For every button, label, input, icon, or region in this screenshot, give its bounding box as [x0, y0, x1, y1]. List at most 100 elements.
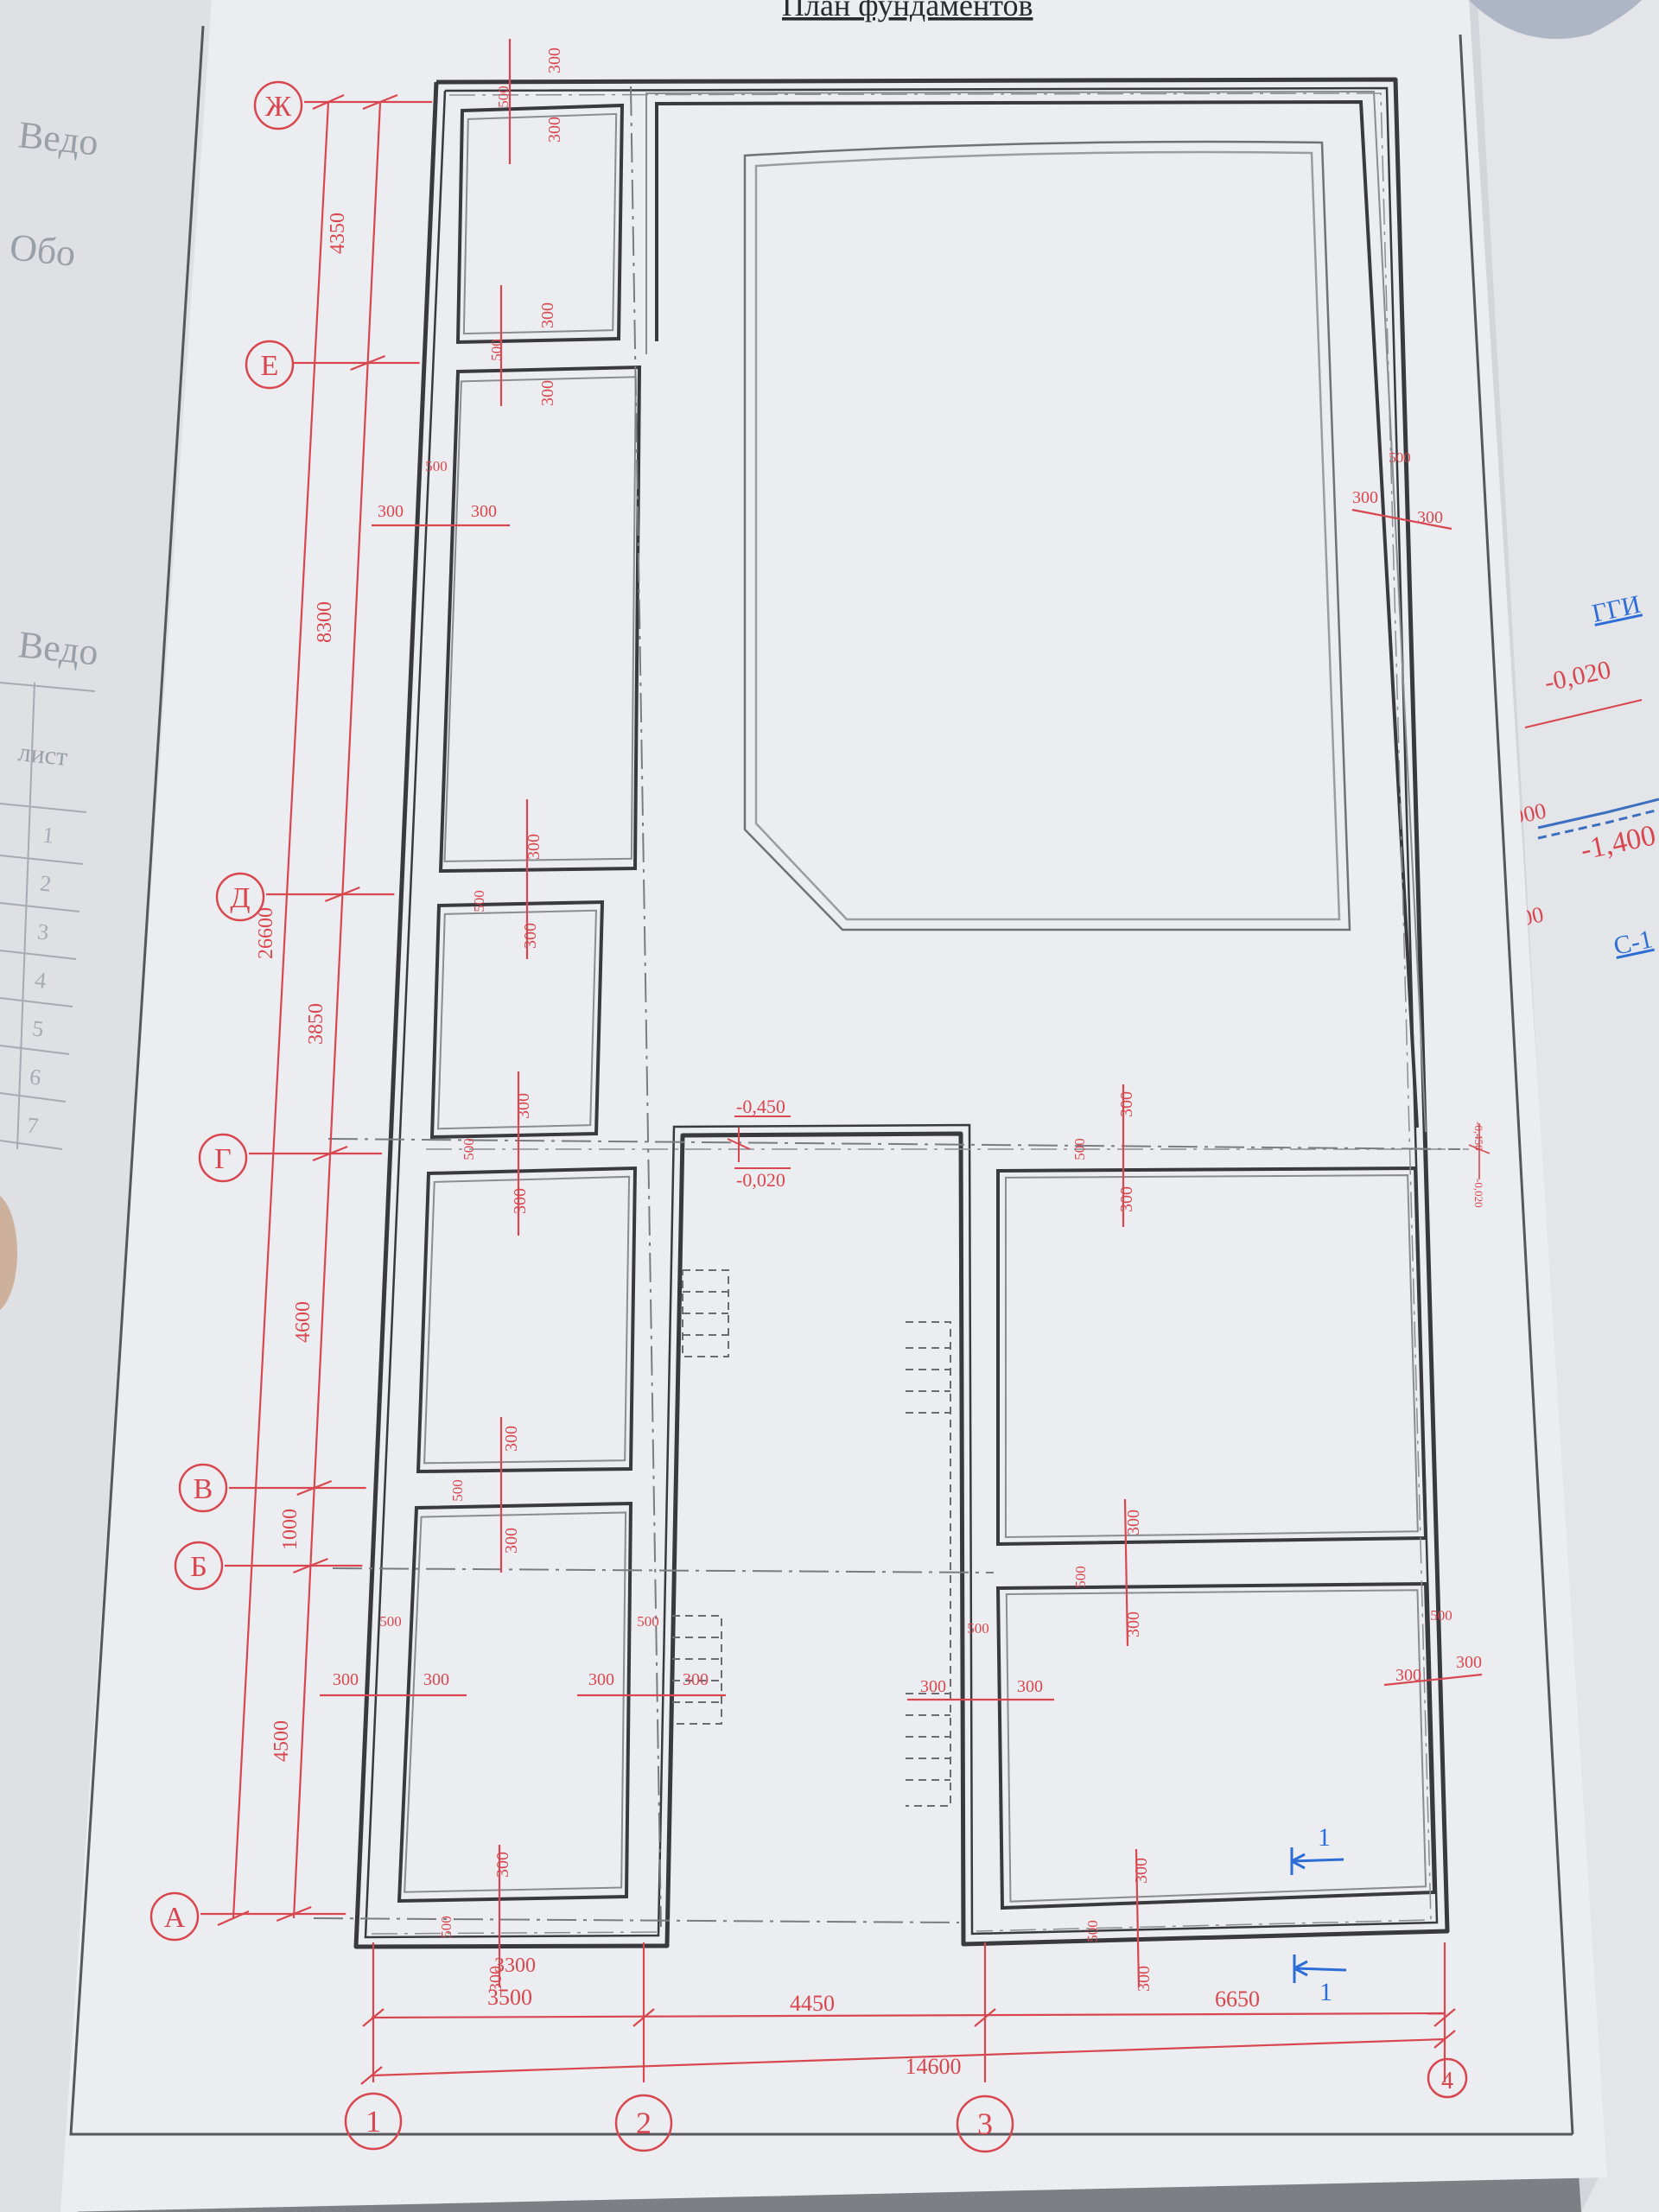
- axis-bubble-col: [344, 2092, 403, 2151]
- col-dim-chain-line: [371, 2012, 1446, 2019]
- axis-label-row-7: А: [164, 1902, 186, 1934]
- row-dim-chain-line: [292, 101, 382, 1919]
- wall-dim-500-7: 500: [637, 1613, 659, 1630]
- foundation-walls: [353, 77, 1469, 1949]
- axis-label-col-4: 4: [1441, 2068, 1453, 2094]
- wall-dim-300-19: 300: [486, 1966, 505, 1992]
- row-dim-label-3: 4600: [292, 1301, 315, 1343]
- dimension-lines: [200, 39, 1483, 2085]
- axis-label-row-2: Е: [261, 350, 279, 382]
- wall-dim-300-20: 300: [1117, 1091, 1136, 1117]
- drawing-title: План фундаментов: [782, 0, 1033, 22]
- wall-dim-line-10: [1123, 1498, 1129, 1647]
- wall-dim-500-3: 500: [471, 890, 487, 912]
- wall-dim-300-17: 300: [1017, 1677, 1043, 1696]
- wall-dim-500-1: 500: [488, 339, 505, 361]
- thumb-shadow: [0, 1196, 17, 1310]
- wall-dim-300-26: 300: [1395, 1666, 1421, 1685]
- wall-dim-300-0: 300: [545, 48, 564, 73]
- wall-dim-300-11: 300: [502, 1528, 521, 1554]
- wall-dim-300-23: 300: [1124, 1611, 1143, 1637]
- axis-bubble-row: [245, 340, 295, 390]
- wall-dim-500-10: 500: [1072, 1566, 1089, 1588]
- room-d-g-inner-line: [437, 909, 598, 1130]
- wall-dim-300-29: 300: [1417, 508, 1443, 527]
- wall-dim-300-28: 300: [1352, 488, 1378, 507]
- row-overall-tick: [312, 93, 345, 111]
- row-dim-label-1: 8300: [314, 601, 336, 643]
- room-g-v-outline: [416, 1166, 638, 1474]
- axis-label-row-5: В: [194, 1473, 213, 1505]
- wall-dim-line-12: [1383, 1673, 1483, 1687]
- wall-dim-300-22: 300: [1124, 1510, 1143, 1535]
- left-sheet-number-6: 6: [29, 1064, 42, 1090]
- wall-dim-line-13: [1351, 508, 1452, 531]
- axis-bubble-row: [178, 1463, 228, 1513]
- wall-dim-300-7: 300: [521, 923, 540, 949]
- wall-dim-500-0: 500: [495, 86, 512, 108]
- col-dim-overall-line: [371, 2037, 1446, 2077]
- room-g-v-inner-line: [423, 1175, 631, 1465]
- axis-bubble-row: [198, 1133, 248, 1183]
- left-sheet-text-2: Обо: [8, 226, 78, 275]
- wall-outer-outline: [353, 77, 1450, 1949]
- left-sheet-number-2: 2: [39, 870, 53, 896]
- axis-bubble-row: [174, 1541, 224, 1591]
- room-right-bottom-outline: [995, 1581, 1437, 1910]
- wall-dim-300-24: 300: [1132, 1858, 1151, 1884]
- left-sheet-number-5: 5: [31, 1015, 45, 1041]
- level-mark-main: -0,450 -0,020: [727, 1096, 791, 1191]
- row-dim-label-0: 4350: [327, 213, 349, 254]
- room-big-inner-line: [645, 90, 1427, 1133]
- col-overall-tick: [360, 2066, 383, 2085]
- wall-dim-300-16: 300: [920, 1677, 946, 1696]
- room-right-top-outline: [996, 1166, 1428, 1547]
- axis-label-col-2: 2: [636, 2106, 652, 2140]
- wall-dim-300-12: 300: [333, 1670, 359, 1689]
- wall-dim-500-5: 500: [449, 1479, 466, 1502]
- axis-label-row-4: Г: [214, 1143, 232, 1175]
- wall-dim-500-6: 500: [379, 1613, 402, 1630]
- wall-centerline-0: [448, 92, 1432, 1932]
- row-dim-label-4: 1000: [279, 1509, 302, 1550]
- level-label-bottom: -0,020: [736, 1169, 785, 1191]
- section-label-top: 1: [1318, 1823, 1331, 1852]
- room-right-bottom-inner-line: [1005, 1589, 1427, 1903]
- wall-dim-300-10: 300: [502, 1426, 521, 1452]
- room-b-a-outline: [397, 1501, 633, 1904]
- row-dim-label-2: 3850: [305, 1003, 327, 1045]
- dashed-steps: [672, 1269, 951, 1807]
- wall-dim-500-11: 500: [967, 1620, 989, 1637]
- room-zh-e-outline: [455, 103, 625, 345]
- wall-dim-300-4: 300: [378, 502, 404, 521]
- wall-dim-500-14: 500: [1389, 449, 1411, 466]
- section-mark-bottom: [1293, 1955, 1347, 1983]
- wall-dim-300-27: 300: [1456, 1653, 1482, 1672]
- wall-dim-300-14: 300: [588, 1670, 614, 1689]
- level-right-top: -0,450: [1472, 1122, 1485, 1151]
- col-dim-label-2: 6650: [1215, 1986, 1260, 2012]
- wall-dim-500-8: 500: [438, 1916, 454, 1938]
- col-dim-label-0: 3500: [487, 1985, 532, 2010]
- wall-dim-300-21: 300: [1117, 1186, 1136, 1212]
- axis-centerlines: [313, 86, 1461, 1928]
- axis-label-col-1: 1: [365, 2104, 381, 2139]
- wall-dim-300-2: 300: [538, 302, 557, 328]
- section-label-bottom: 1: [1319, 1978, 1332, 2006]
- col-dim-label-1: 4450: [790, 1991, 835, 2016]
- room-right-top-inner-line: [1004, 1174, 1419, 1539]
- col-overall-tick: [1433, 2030, 1456, 2049]
- wall-dim-300-5: 300: [471, 502, 497, 521]
- left-sheet-number-3: 3: [36, 918, 50, 944]
- room-e-d-corridor-inner-line: [443, 376, 637, 862]
- axis-bubble-row: [253, 80, 303, 130]
- wall-dim-500-12: 500: [1084, 1920, 1101, 1942]
- axis-bubble-col: [1427, 2057, 1468, 2099]
- axis-label-row-6: Б: [190, 1551, 207, 1583]
- left-sheet-number-4: 4: [34, 967, 48, 993]
- wall-dim-300-3: 300: [538, 380, 557, 406]
